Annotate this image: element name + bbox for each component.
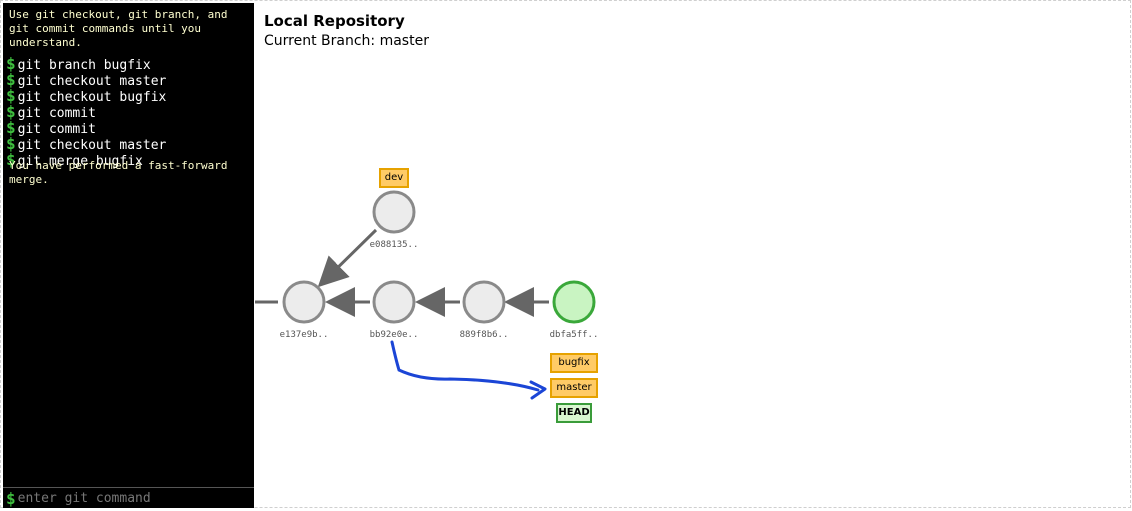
command-input-row: $ — [3, 487, 254, 509]
command-text: git checkout master — [17, 74, 167, 89]
command-line: $git checkout bugfix — [6, 86, 167, 105]
head-commit-node[interactable] — [552, 280, 596, 324]
command-text: git commit — [17, 106, 96, 121]
terminal-instructions: Use git checkout, git branch, and git co… — [9, 8, 228, 49]
branch-tag-master[interactable]: master — [550, 378, 598, 398]
commit-id: 889f8b6.. — [460, 330, 509, 340]
command-text: git merge bugfix — [17, 154, 143, 169]
prompt-symbol: $ — [6, 86, 16, 105]
commit-id: e088135.. — [370, 240, 419, 250]
annotation-arrow — [390, 340, 540, 392]
commit-id: e137e9b.. — [280, 330, 329, 340]
prompt-symbol: $ — [6, 70, 16, 89]
prompt-symbol: $ — [6, 489, 16, 508]
prompt-symbol: $ — [6, 118, 16, 137]
terminal-output: You have performed a fast-forward merge. — [9, 159, 228, 186]
command-input[interactable] — [17, 491, 238, 506]
command-text: git commit — [17, 122, 96, 137]
commit-node[interactable] — [282, 280, 326, 324]
branch-tag-bugfix[interactable]: bugfix — [550, 353, 598, 373]
commit-node[interactable] — [372, 280, 416, 324]
command-text: git checkout master — [17, 138, 167, 153]
command-text: git checkout bugfix — [17, 90, 167, 105]
head-pointer[interactable]: HEAD — [556, 403, 592, 423]
annotation-arrowhead — [529, 380, 547, 400]
repository-title: Local Repository — [264, 12, 405, 30]
prompt-symbol: $ — [6, 102, 16, 121]
commit-id: dbfa5ff.. — [550, 330, 599, 340]
commit-id: bb92e0e.. — [370, 330, 419, 340]
command-history: $git branch bugfix $git checkout master … — [6, 54, 167, 169]
command-line: $git commit — [6, 102, 166, 121]
command-line: $git commit — [6, 118, 166, 137]
commit-link — [317, 228, 378, 288]
prompt-symbol: $ — [6, 54, 16, 73]
command-line: $git branch bugfix — [6, 54, 166, 73]
prompt-symbol: $ — [6, 134, 16, 153]
terminal-panel: Use git checkout, git branch, and git co… — [3, 3, 254, 508]
command-line: $git merge bugfix — [6, 150, 166, 169]
current-branch-label: Current Branch: master — [264, 33, 429, 49]
branch-tag-dev[interactable]: dev — [379, 168, 409, 188]
command-line: $git checkout master — [6, 70, 167, 89]
command-text: git branch bugfix — [17, 58, 151, 73]
command-line: $git checkout master — [6, 134, 167, 153]
commit-node[interactable] — [462, 280, 506, 324]
commit-node[interactable] — [372, 190, 416, 234]
prompt-symbol: $ — [6, 150, 16, 169]
